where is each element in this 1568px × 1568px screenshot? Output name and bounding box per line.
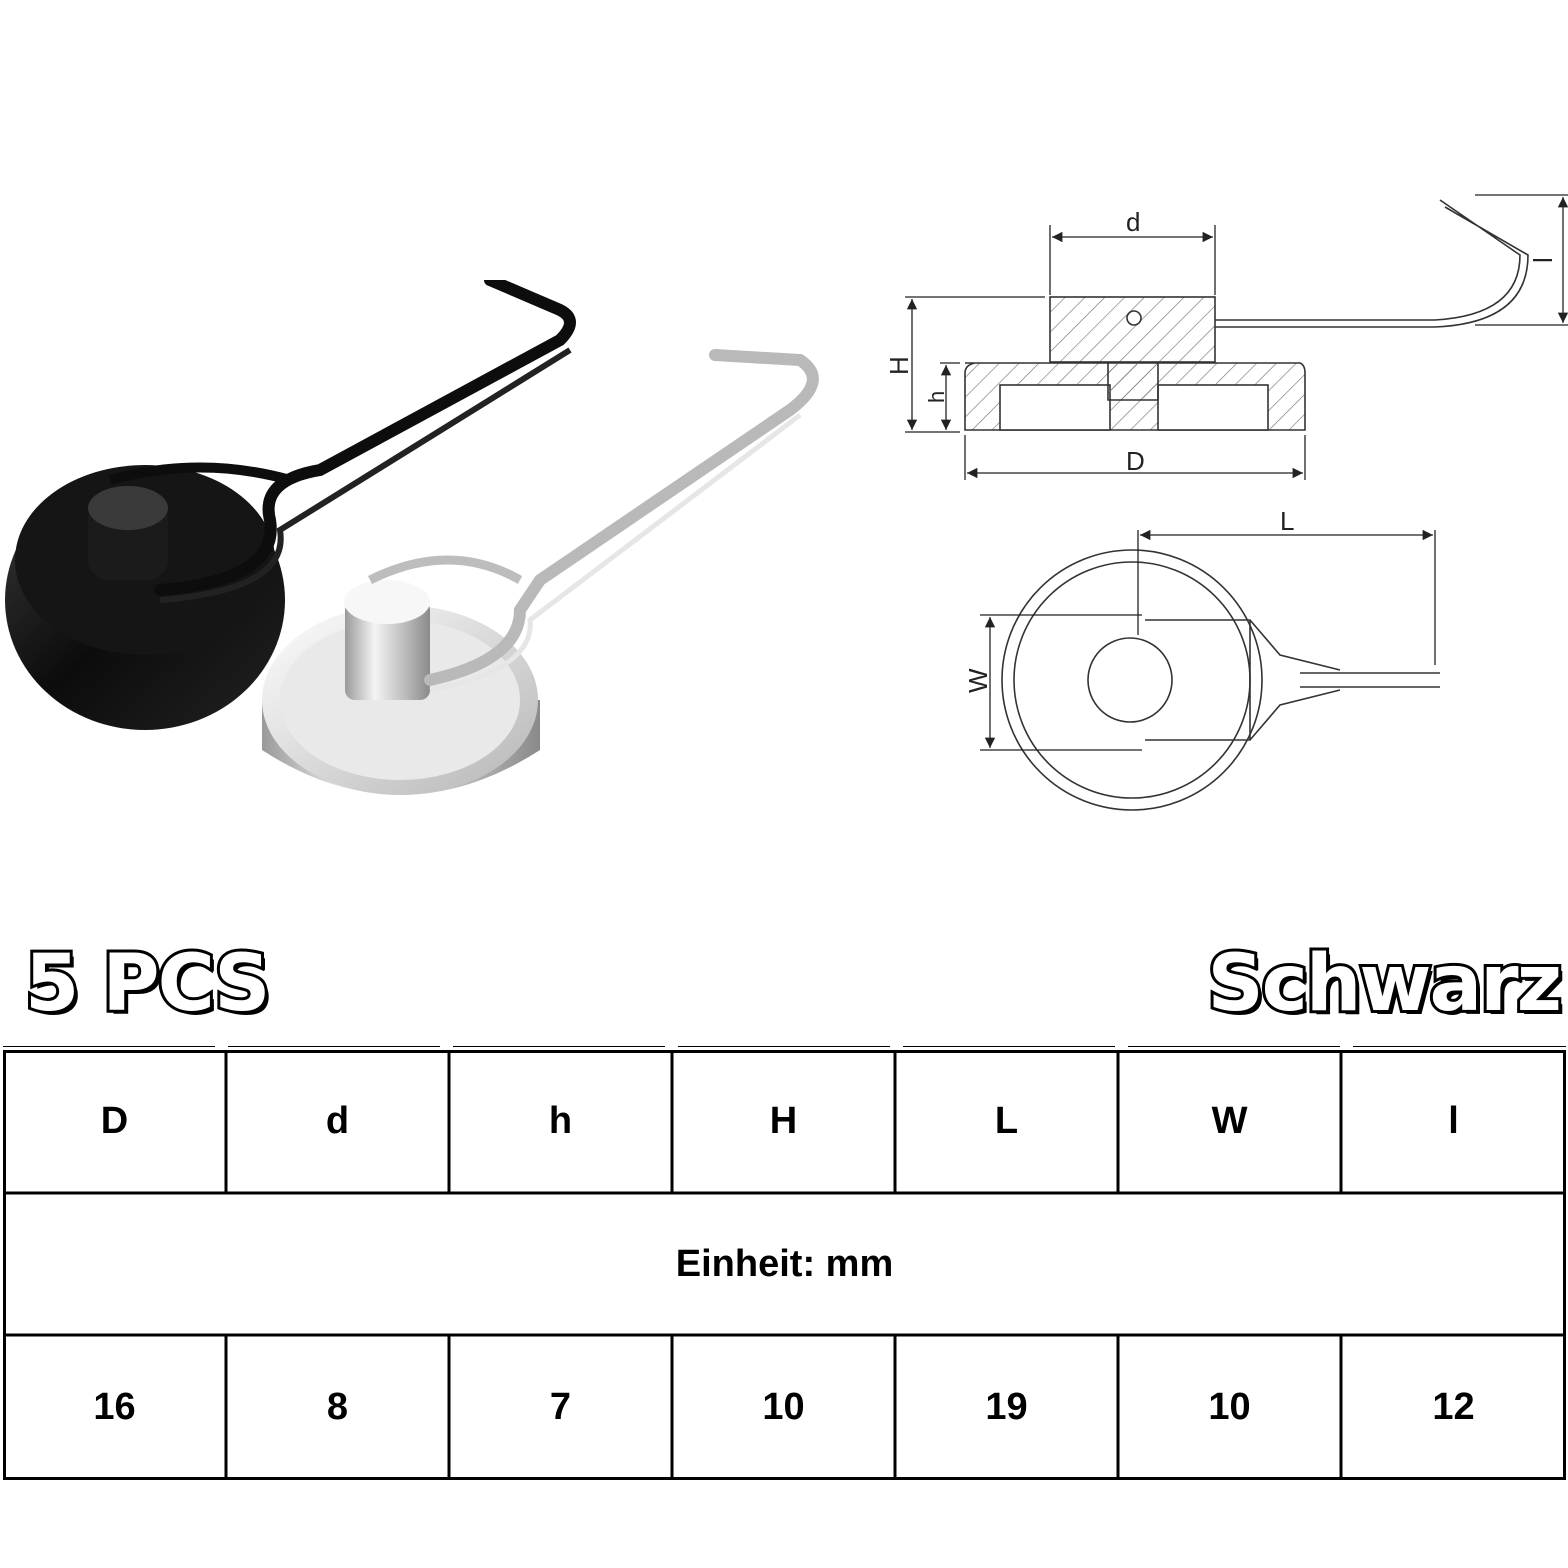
quantity-label: 5 PCS <box>22 939 273 1029</box>
header-cell-l: l <box>1448 1100 1459 1142</box>
header-cell-W: W <box>1211 1100 1248 1142</box>
header-cell-h: h <box>548 1100 573 1142</box>
spec-table: D d h H L W l Einheit: mm 16 8 7 10 19 1… <box>3 1050 1566 1480</box>
value-cell-W: 10 <box>1208 1386 1251 1428</box>
dim-label-L: L <box>1280 506 1294 536</box>
header-cell-H: H <box>769 1100 798 1142</box>
value-cell-l: 12 <box>1432 1386 1475 1428</box>
dim-label-d: d <box>1126 207 1140 237</box>
dim-label-h: h <box>924 391 949 403</box>
header-cell-d: d <box>325 1100 350 1142</box>
dim-label-l: l <box>1528 257 1558 263</box>
value-cell-d: 8 <box>326 1386 349 1428</box>
unit-row: Einheit: mm <box>675 1242 894 1285</box>
product-photo <box>5 280 819 795</box>
dim-label-H: H <box>884 356 914 375</box>
value-cell-H: 10 <box>762 1386 805 1428</box>
dim-label-W: W <box>963 668 993 693</box>
black-magnetic-hook <box>5 280 576 730</box>
header-cell-L: L <box>994 1100 1019 1142</box>
header-cell-D: D <box>100 1100 129 1142</box>
silver-magnetic-hook <box>262 349 819 795</box>
dim-label-D: D <box>1126 446 1145 476</box>
value-cell-D: 16 <box>93 1386 136 1428</box>
value-cell-h: 7 <box>549 1386 572 1428</box>
value-cell-L: 19 <box>985 1386 1028 1428</box>
table-grid <box>3 1050 1566 1480</box>
technical-drawing: d D H h L W l <box>884 194 1568 811</box>
color-label: Schwarz <box>1204 939 1565 1029</box>
